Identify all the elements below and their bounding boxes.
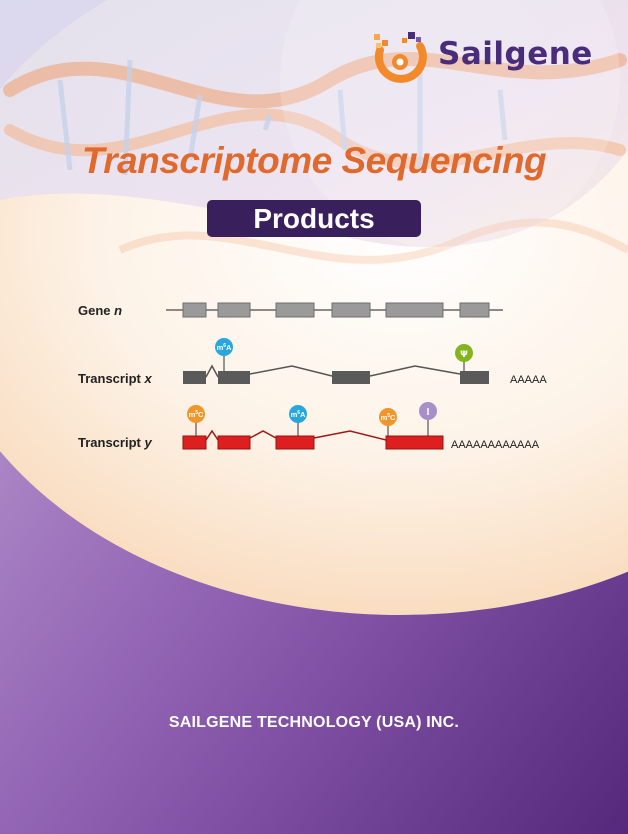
inosine-mark-icon: I — [419, 402, 437, 420]
transcript-x-exon-4 — [460, 371, 489, 384]
company-name: SAILGENE TECHNOLOGY (USA) INC. — [168, 714, 460, 731]
transcript-x-exon-2 — [218, 371, 250, 384]
svg-text:m5C: m5C — [189, 410, 204, 419]
transcript-x-polya: AAAAA — [510, 374, 547, 386]
gene-exon-6 — [459, 302, 490, 318]
gene-exon-2 — [217, 302, 251, 318]
gene-exon-4 — [331, 302, 371, 318]
gene-exon-5 — [385, 302, 444, 318]
transcript-y-polya: AAAAAAAAAAAA — [451, 439, 540, 451]
dna-helix-icon — [3, 52, 628, 264]
m5c-mark-icon: m5C — [187, 405, 205, 423]
transcript-y-exon-1 — [182, 435, 207, 450]
m6a-mark-icon: m6A — [289, 405, 307, 423]
gene-exon-1 — [182, 302, 207, 318]
transcript-diagram: Gene n Transcript x m6A — [78, 302, 547, 451]
transcript-x-exon-3 — [332, 371, 370, 384]
m6a-mark-icon: m6A — [215, 338, 233, 356]
transcript-y-exon-2 — [217, 435, 251, 450]
transcript-x-exon-1 — [183, 371, 206, 384]
gene-exon-3 — [275, 302, 315, 318]
products-badge: Products — [207, 200, 421, 237]
transcript-y-exon-3 — [275, 435, 315, 450]
gene-row: Gene n — [78, 302, 503, 318]
pseudouridine-mark-icon: Ψ — [455, 344, 473, 362]
svg-text:Ψ: Ψ — [460, 350, 468, 360]
svg-text:m5C: m5C — [381, 413, 396, 422]
svg-text:I: I — [427, 407, 430, 418]
transcript-x-row: Transcript x m6A Ψ AAAAA — [78, 338, 547, 386]
gene-label: Gene n — [78, 303, 122, 318]
transcript-x-label: Transcript x — [78, 371, 152, 386]
svg-text:m6A: m6A — [217, 343, 232, 352]
brand-name: Sailgene — [438, 36, 593, 72]
cover-title: Transcriptome Sequencing — [81, 140, 547, 181]
sailgene-logo: Sailgene — [372, 30, 592, 86]
sailgene-logo-icon — [374, 32, 427, 83]
transcript-y-exon-4 — [385, 435, 444, 450]
transcript-y-row: Transcript y m5C m6A m5C — [78, 402, 540, 451]
transcript-y-label: Transcript y — [78, 435, 152, 450]
m5c-mark-icon: m5C — [379, 408, 397, 426]
svg-text:m6A: m6A — [291, 410, 306, 419]
